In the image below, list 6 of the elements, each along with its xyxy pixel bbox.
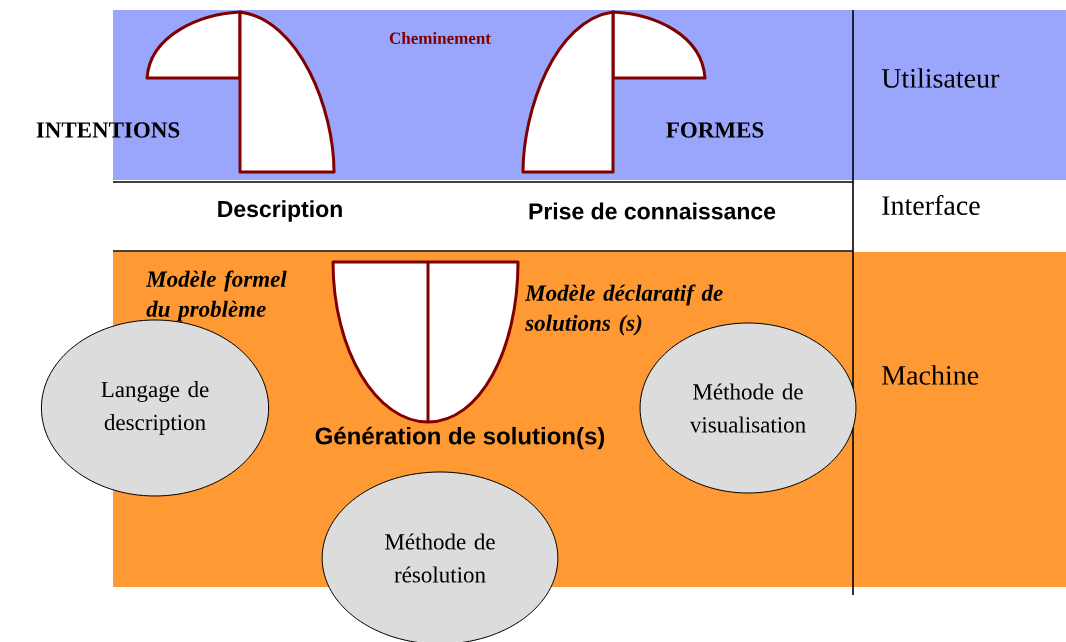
- label-text: Cheminement: [389, 32, 491, 44]
- label-text: FORMES: [666, 122, 764, 138]
- label-text: Prise de connaissance: [529, 202, 776, 220]
- label-text: Génération de solution(s): [315, 426, 605, 450]
- label-text: Modèle formel du problème: [145, 270, 287, 322]
- label-text: INTENTIONS: [36, 122, 180, 138]
